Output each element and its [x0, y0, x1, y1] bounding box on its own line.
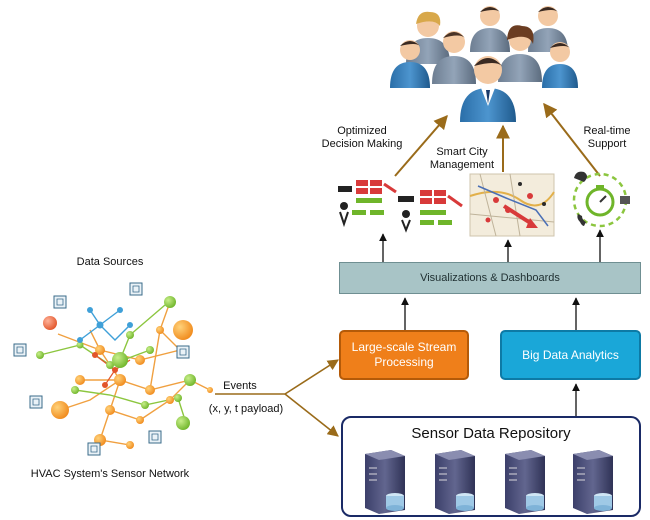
big-data-analytics-box: Big Data Analytics	[500, 330, 641, 380]
workflow-icon	[338, 180, 463, 233]
server-icon	[365, 450, 405, 514]
analytics-label: Big Data Analytics	[522, 347, 619, 362]
arrow-events-to-repo	[284, 393, 339, 437]
visualizations-dashboards-box: Visualizations & Dashboards	[339, 262, 641, 294]
city-map-icon	[469, 173, 555, 237]
sensor-data-repository-box: Sensor Data Repository	[341, 416, 641, 517]
stream-processing-label: Large-scale Stream Processing	[351, 340, 457, 369]
label-decision: Optimized Decision Making	[321, 125, 403, 150]
label-smart-city: Smart City Management	[429, 146, 495, 171]
server-icon	[505, 450, 545, 514]
label-realtime: Real-time Support	[583, 125, 631, 150]
label-data-sources: Data Sources	[76, 256, 144, 268]
sensor-network-graph	[36, 296, 213, 449]
visualizations-label: Visualizations & Dashboards	[420, 271, 560, 284]
sensor-icon	[13, 282, 190, 456]
realtime-clock-icon	[572, 171, 630, 228]
label-payload: (x, y, t payload)	[208, 403, 284, 415]
label-events: Events	[223, 380, 257, 392]
server-icon	[435, 450, 475, 514]
stream-processing-box: Large-scale Stream Processing	[339, 330, 469, 380]
label-sensor-network: HVAC System's Sensor Network	[30, 468, 190, 480]
arrow-decision	[394, 114, 448, 177]
arrow-realtime	[543, 102, 601, 177]
server-icon	[573, 450, 613, 514]
repository-title: Sensor Data Repository	[411, 425, 571, 442]
people-group-icon	[390, 6, 578, 122]
